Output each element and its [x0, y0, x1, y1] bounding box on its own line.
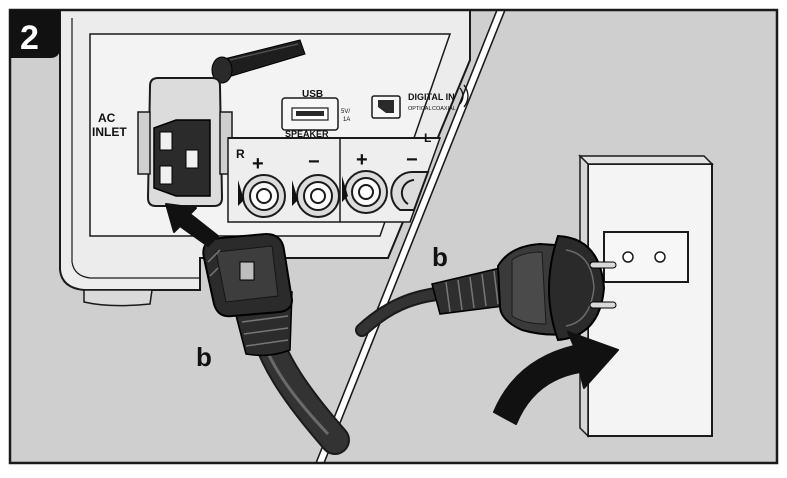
usb-rating-line2: 1A — [343, 117, 350, 123]
step-number: 2 — [20, 19, 39, 57]
ac-inlet-label-line2: INLET — [92, 125, 127, 139]
speaker-label: SPEAKER — [285, 129, 329, 139]
terminal-l-plus — [342, 170, 388, 214]
ac-cord-left — [202, 232, 350, 455]
digital-in-label: DIGITAL IN — [408, 92, 455, 102]
channel-l-label: L — [424, 131, 431, 145]
wireless-icon — [459, 84, 469, 108]
l-plus-label: + — [356, 149, 368, 171]
insert-arrow-icon — [165, 203, 219, 247]
ac-inlet — [137, 77, 233, 207]
frame-border — [8, 8, 779, 465]
curved-arrow-icon — [493, 331, 619, 425]
ac-cord-right — [355, 234, 617, 342]
r-minus-label: − — [308, 151, 320, 173]
coaxial-label: COAXIAL — [432, 106, 456, 112]
terminal-l-minus — [390, 171, 430, 211]
step-badge — [10, 10, 60, 58]
l-minus-label: − — [406, 149, 418, 171]
channel-r-label: R — [236, 147, 245, 161]
optical-port — [371, 95, 401, 119]
ac-inlet-label-line1: AC — [98, 111, 116, 125]
terminal-r-plus — [238, 174, 286, 218]
r-plus-label: + — [252, 153, 264, 175]
panel-divider — [315, 8, 506, 465]
callout-label-right: b — [432, 242, 448, 272]
wall-socket — [603, 231, 689, 283]
usb-label: USB — [302, 89, 323, 100]
callout-label-left: b — [196, 342, 212, 372]
usb-rating-line1: 5V/ — [341, 109, 350, 115]
terminal-r-minus — [292, 174, 340, 218]
optical-label: OPTICAL — [408, 106, 432, 112]
usb-port — [281, 97, 339, 131]
